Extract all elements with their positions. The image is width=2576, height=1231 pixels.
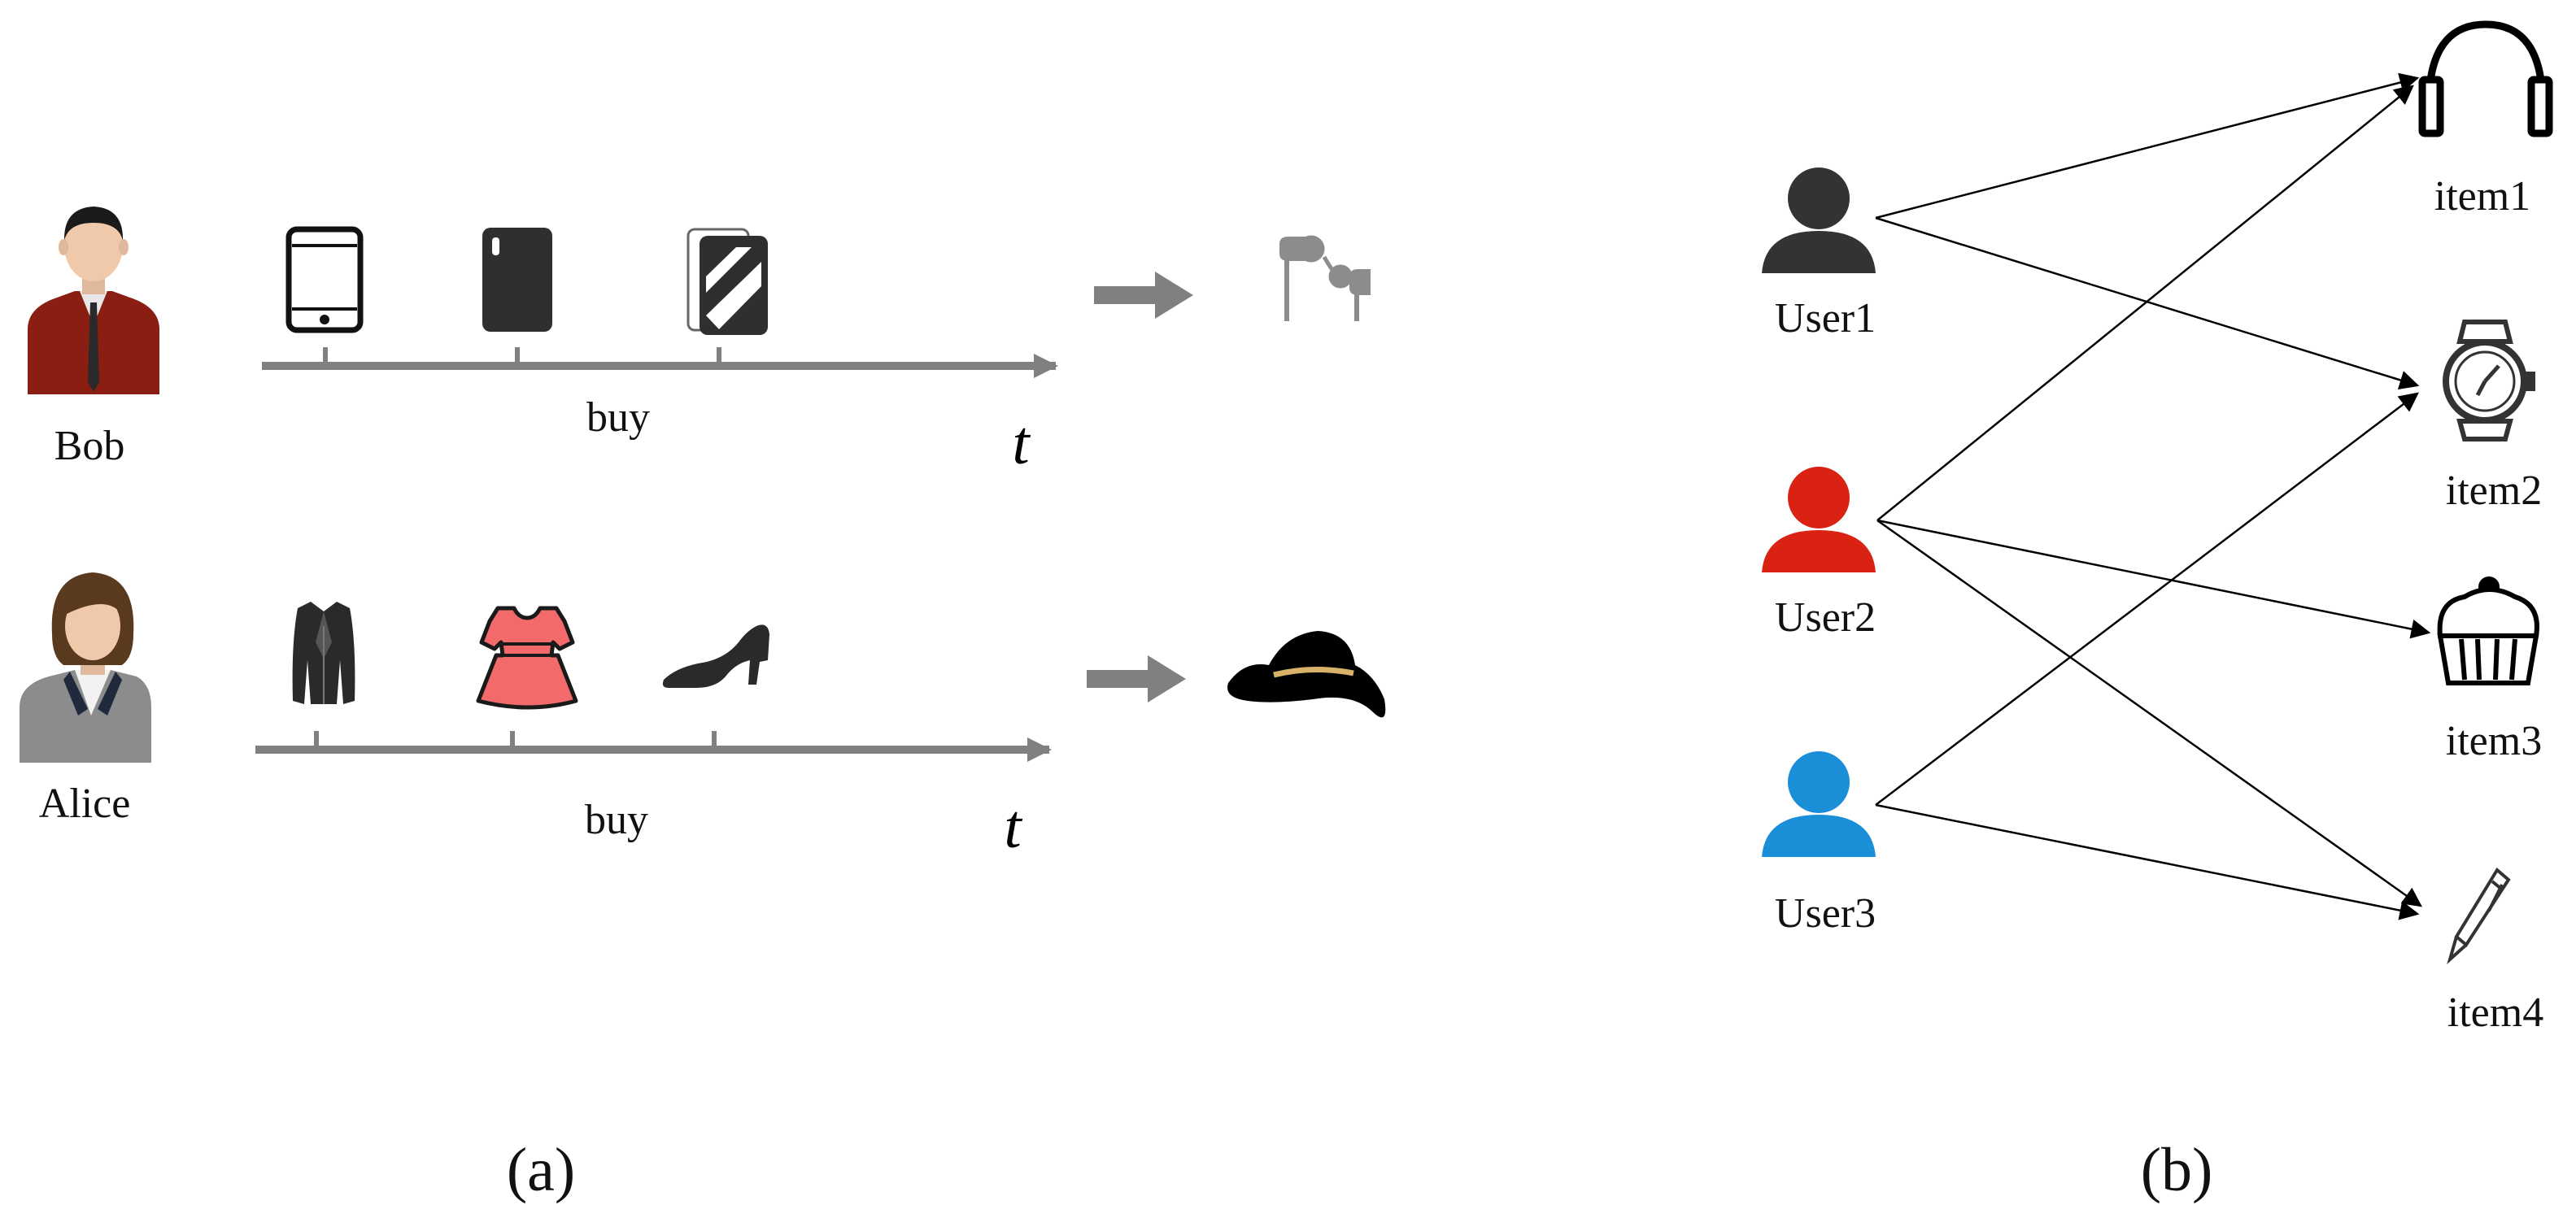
user2-label: User2 <box>1775 594 1876 641</box>
edge-user3-item2 <box>1875 392 2419 806</box>
user1-node: User1 <box>1762 167 1876 341</box>
panel-a: Bob buy t <box>20 207 1386 1204</box>
edge-user2-item3 <box>1876 519 2431 639</box>
panel-b: User1 User2 User3 item1 <box>1762 20 2553 1204</box>
user3-node: User3 <box>1762 751 1876 937</box>
alice-recommend-arrow-icon <box>1087 655 1186 702</box>
user1-label: User1 <box>1775 295 1876 341</box>
high-heel-shoe-icon <box>662 624 769 688</box>
dress-icon <box>476 606 578 710</box>
edge-user2-item4 <box>1876 519 2422 907</box>
bob-time-symbol: t <box>1012 409 1031 477</box>
panel-b-caption: (b) <box>2141 1136 2213 1204</box>
panel-a-caption: (a) <box>507 1136 575 1204</box>
item4-label: item4 <box>2447 990 2543 1036</box>
earphones-icon <box>1279 235 1371 321</box>
phone-case-icon <box>686 228 768 335</box>
user3-icon <box>1788 751 1850 813</box>
item2-label: item2 <box>2446 468 2542 514</box>
bob-action-label: buy <box>586 394 650 441</box>
item2-node: item2 <box>2443 320 2542 514</box>
alice-action-label: buy <box>585 797 648 843</box>
watch-icon <box>2443 320 2535 442</box>
row-alice: Alice buy t <box>20 572 1386 861</box>
cupcake-icon <box>2437 576 2539 685</box>
edge-user3-item4 <box>1875 803 2420 920</box>
edge-user2-item1 <box>1876 85 2414 521</box>
bob-recommend-arrow-icon <box>1094 272 1193 319</box>
pen-icon <box>2447 867 2511 965</box>
edge-user1-item1 <box>1875 72 2420 220</box>
sun-hat-icon <box>1227 631 1386 718</box>
item4-node: item4 <box>2447 867 2543 1036</box>
row-bob: Bob buy t <box>28 207 1371 477</box>
alice-label: Alice <box>39 781 131 827</box>
item3-label: item3 <box>2446 718 2542 764</box>
user2-node: User2 <box>1762 467 1876 641</box>
bob-label: Bob <box>54 423 125 469</box>
alice-time-symbol: t <box>1004 793 1022 861</box>
edges <box>1875 72 2431 920</box>
item1-node: item1 <box>2418 20 2553 220</box>
headphones-icon <box>2418 20 2553 137</box>
tablet-icon <box>285 226 364 333</box>
item3-node: item3 <box>2437 576 2542 764</box>
phone-icon <box>482 228 552 332</box>
bob-avatar-icon <box>28 207 159 394</box>
suit-jacket-icon <box>292 602 355 704</box>
item1-label: item1 <box>2434 173 2530 220</box>
user1-icon <box>1788 167 1850 229</box>
user3-label: User3 <box>1775 890 1876 937</box>
user2-icon <box>1788 467 1850 529</box>
alice-avatar-icon <box>20 572 151 763</box>
